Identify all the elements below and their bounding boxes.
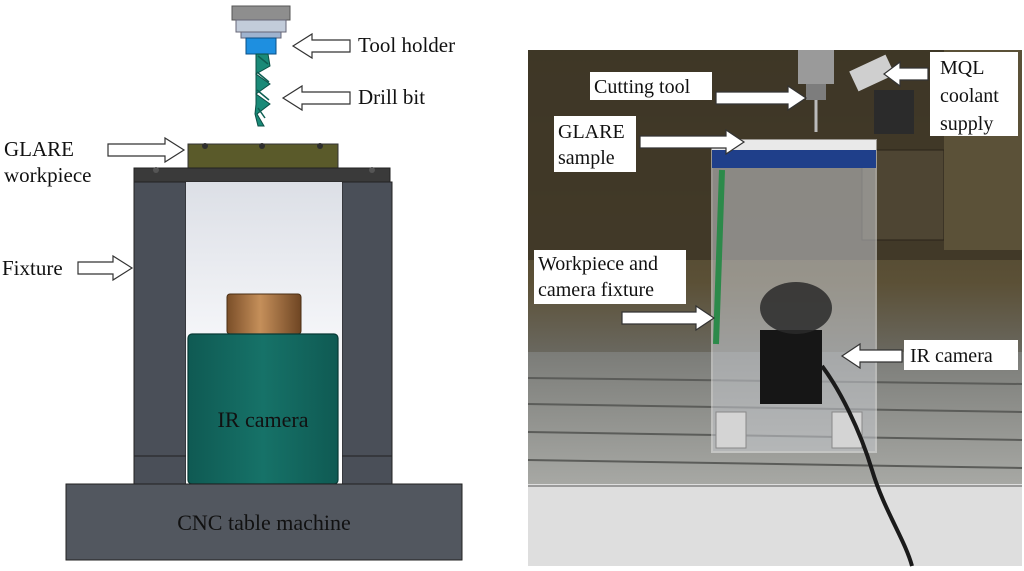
label-cutting-tool: Cutting tool (594, 76, 691, 98)
fixture-left-column (133, 181, 187, 485)
schematic-diagram: Tool holder Drill bit GLARE workpiece IR… (2, 5, 463, 561)
label-workpiece-fixture-1: Workpiece and (538, 253, 658, 275)
label-mql-2: coolant (940, 85, 999, 107)
tool-holder (231, 5, 291, 55)
camera-lens (226, 293, 302, 335)
label-drill-bit: Drill bit (358, 85, 425, 109)
arrow-ir-camera-photo (840, 342, 903, 370)
arrow-workpiece-fixture (621, 304, 716, 332)
label-mql-1: MQL (940, 57, 984, 79)
arrow-cutting-tool (715, 84, 808, 112)
label-ir-camera-diagram: IR camera (218, 407, 309, 432)
label-mql-3: supply (940, 113, 993, 135)
label-ir-camera-photo: IR camera (910, 345, 993, 367)
drill-bit (254, 53, 271, 127)
label-glare-sample-1: GLARE (558, 121, 625, 143)
fixture-right-column (341, 181, 393, 485)
arrow-mql (883, 60, 929, 88)
label-workpiece-fixture-2: camera fixture (538, 279, 654, 301)
label-fixture: Fixture (2, 256, 63, 280)
arrow-tool-holder (291, 32, 351, 60)
label-tool-holder: Tool holder (358, 33, 455, 57)
label-cnc-table: CNC table machine (177, 510, 351, 535)
arrow-drill-bit (281, 84, 351, 112)
experimental-photo: Cutting tool MQL coolant supply GLARE sa… (527, 50, 1023, 567)
fixture-top-plate (133, 167, 391, 183)
arrow-glare-sample (639, 128, 746, 156)
label-glare-workpiece-1: GLARE (4, 137, 74, 161)
label-glare-workpiece-2: workpiece (4, 163, 91, 187)
cnc-table (65, 483, 463, 561)
arrow-fixture (77, 254, 134, 282)
arrow-glare-workpiece (107, 136, 186, 164)
label-glare-sample-2: sample (558, 147, 615, 169)
